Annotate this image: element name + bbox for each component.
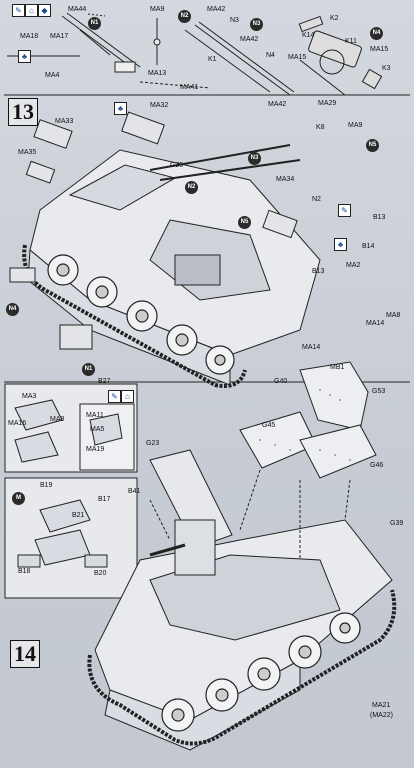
label-b18: B18: [18, 568, 31, 575]
label-ma18: MA18: [20, 33, 39, 40]
label-k8: K8: [316, 124, 325, 131]
label-k3: K3: [382, 65, 391, 72]
label-ma4: MA4: [45, 72, 60, 79]
label-k1: K1: [208, 56, 217, 63]
callout-n4-lower: N4: [6, 303, 19, 316]
callout-n5: N5: [366, 139, 379, 152]
callout-n3-lower: N3: [248, 152, 261, 165]
drill-icon: ◆: [38, 4, 51, 17]
callout-n1-lower: N1: [82, 363, 95, 376]
label-b41: B41: [128, 488, 141, 495]
label-ma44: MA44: [68, 6, 87, 13]
label-ma42-a: MA42: [207, 6, 226, 13]
label-b13-b: B13: [312, 268, 325, 275]
label-g45: G45: [262, 422, 276, 429]
label-b19: B19: [40, 482, 53, 489]
label-ma15-a: MA15: [288, 54, 307, 61]
label-g40: G40: [274, 378, 288, 385]
step-14-number: 14: [10, 640, 40, 668]
label-ma2: MA2: [346, 262, 361, 269]
label-n4: N4: [266, 52, 275, 59]
label-ma11: MA11: [86, 412, 104, 419]
label-ma16: MA16: [8, 420, 27, 427]
label-ma32: MA32: [150, 102, 169, 109]
label-b21: B21: [72, 512, 85, 519]
label-ma41: MA41: [180, 84, 199, 91]
label-b17: B17: [98, 496, 111, 503]
label-b20: B20: [94, 570, 107, 577]
label-g25: G25: [170, 162, 184, 169]
label-ma17: MA17: [50, 33, 69, 40]
label-n3: N3: [230, 17, 239, 24]
cement-icon: ⌂: [25, 4, 38, 17]
label-ma9-b: MA9: [348, 122, 363, 129]
label-g23: G23: [146, 440, 160, 447]
label-ma3: MA3: [22, 393, 37, 400]
label-ma34: MA34: [276, 176, 295, 183]
label-k11: K11: [345, 38, 357, 45]
label-k14: K14: [302, 32, 315, 39]
callout-n2-lower: N2: [185, 181, 198, 194]
label-ma13: MA13: [148, 70, 167, 77]
label-ma42-b: MA42: [240, 36, 259, 43]
label-g39: G39: [390, 520, 404, 527]
callout-n1: N1: [88, 17, 101, 30]
label-ma14-a: MA14: [366, 320, 385, 327]
glue-icon: ♣: [334, 238, 347, 251]
glue-icon: ♣: [114, 102, 127, 115]
label-mb1: MB1: [330, 364, 345, 371]
step-13-number: 13: [8, 98, 38, 126]
label-b14: B14: [362, 243, 375, 250]
label-b27: B27: [98, 378, 111, 385]
callout-n2: N2: [178, 10, 191, 23]
label-ma15-b: MA15: [370, 46, 389, 53]
label-ma5: MA5: [90, 426, 105, 433]
label-ma42-c: MA42: [268, 101, 287, 108]
cement-icon: ⌂: [121, 390, 134, 403]
label-ma9: MA9: [150, 6, 165, 13]
brush-icon: ✎: [108, 390, 121, 403]
callout-n5-lower: N5: [238, 216, 251, 229]
brush-icon: ✎: [12, 4, 25, 17]
label-g46: G46: [370, 462, 384, 469]
glue-icon: ♣: [18, 50, 31, 63]
label-ma8: MA8: [386, 312, 401, 319]
label-ma14-b: MA14: [302, 344, 321, 351]
callout-n3: N3: [250, 18, 263, 31]
label-ma21: MA21: [372, 702, 391, 709]
brush-icon: ✎: [338, 204, 351, 217]
label-ma29: MA29: [318, 100, 337, 107]
label-ma8-14: MA8: [50, 416, 65, 423]
label-ma35: MA35: [18, 149, 37, 156]
label-n2: N2: [312, 196, 321, 203]
label-ma33: MA33: [55, 118, 74, 125]
label-ma22: (MA22): [370, 712, 393, 719]
callout-n4: N4: [370, 27, 383, 40]
callout-m: M: [12, 492, 25, 505]
label-ma19: MA19: [86, 446, 105, 453]
label-k2: K2: [330, 15, 339, 22]
label-b13-a: B13: [373, 214, 386, 221]
label-g53: G53: [372, 388, 386, 395]
